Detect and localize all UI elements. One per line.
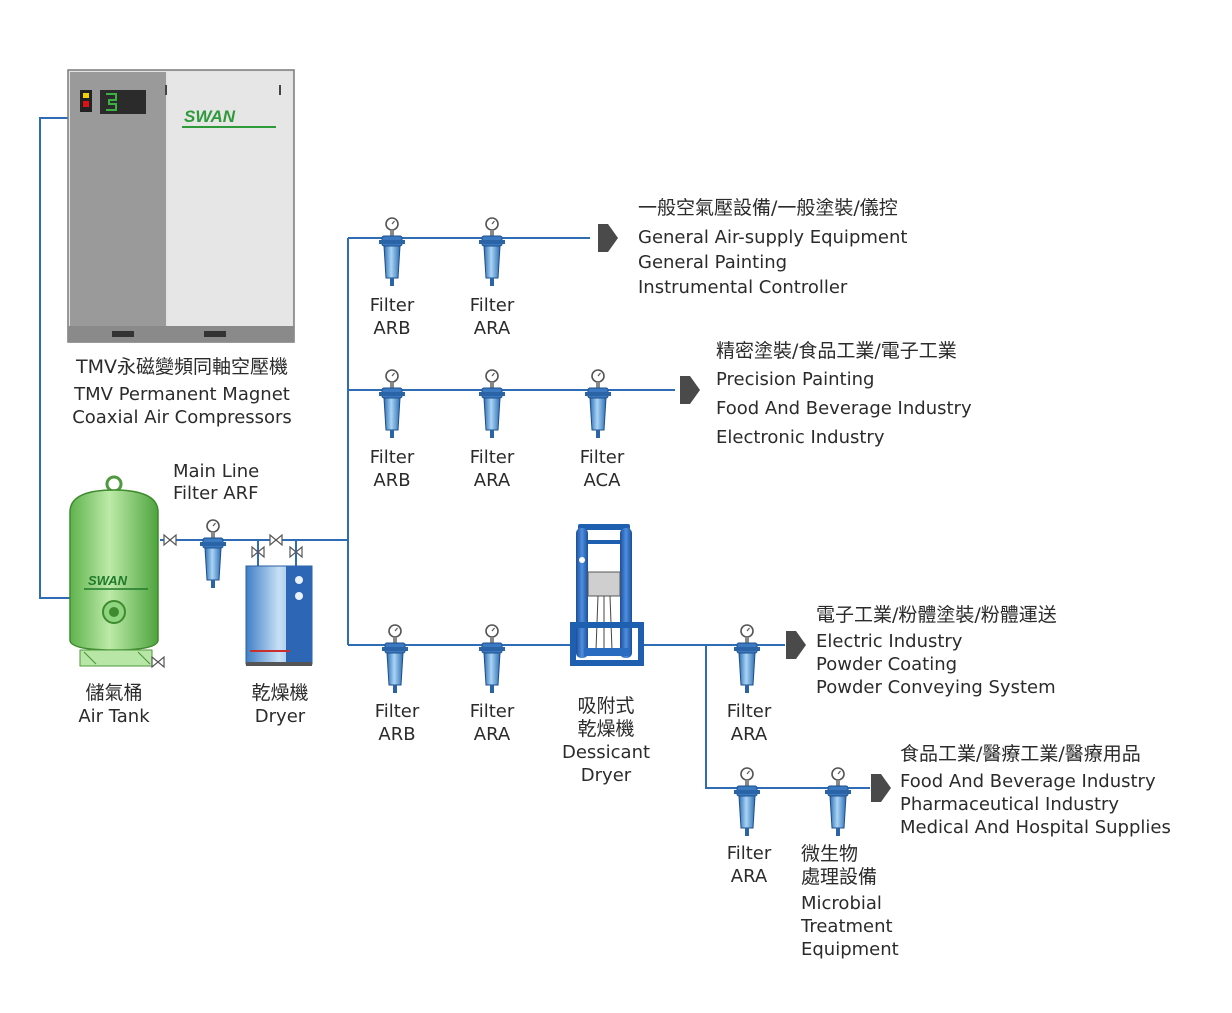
branch4-use-2: Powder Coating: [816, 654, 958, 675]
microbial-name-en-3: Equipment: [801, 939, 899, 960]
branch3-filter1-word: Filter: [374, 701, 420, 722]
air-tank-name-en: Air Tank: [78, 706, 150, 727]
branch2-filter3-code: ACA: [583, 470, 621, 491]
branch2-title-cn: 精密塗裝/食品工業/電子工業: [716, 340, 957, 362]
branch4-filter1-code: ARA: [730, 724, 768, 745]
tank-drain-valve: [151, 656, 165, 668]
branch4-use-3: Powder Conveying System: [816, 677, 1056, 698]
branch3-filter2-word: Filter: [469, 701, 515, 722]
main-line-filter-label-2: Filter ARF: [173, 483, 259, 504]
branch1-filter-arb: [378, 217, 406, 287]
compressor-to-tank-pipe: [39, 117, 72, 599]
compressor-brand-logo: SWAN: [184, 107, 236, 126]
branch5-arrow-icon: [871, 774, 891, 802]
branch4-filter-ara: [733, 624, 761, 694]
microbial-name-cn-2: 處理設備: [801, 866, 878, 888]
dryer-name-cn: 乾燥機: [251, 682, 309, 704]
branch1-arrow-icon: [598, 224, 618, 252]
compressor-name-en-1: TMV Permanent Magnet: [74, 384, 290, 405]
air-tank: SWAN: [69, 475, 177, 668]
microbial-name-cn-1: 微生物: [801, 843, 859, 865]
desiccant-name-cn-2: 乾燥機: [577, 718, 635, 740]
branch4-filter1-word: Filter: [726, 701, 772, 722]
branch2-use-2: Food And Beverage Industry: [716, 398, 972, 419]
desiccant-name-en-1: Dessicant: [561, 742, 651, 763]
filter-arf-main-line: [199, 519, 227, 589]
branch2-filter2-code: ARA: [473, 470, 511, 491]
branch4-arrow-icon: [786, 631, 806, 659]
dryer-bypass-valve: [269, 534, 283, 546]
branch5-filter1-word: Filter: [726, 843, 772, 864]
refrigerated-dryer: [245, 534, 313, 666]
branch5-filter1-code: ARA: [730, 866, 768, 887]
branch2-filter2-word: Filter: [469, 447, 515, 468]
branch4-use-1: Electric Industry: [816, 631, 963, 652]
branch3-filter-arb: [381, 624, 409, 694]
desiccant-name-cn-1: 吸附式: [577, 695, 635, 717]
branch5-pipe: [705, 645, 870, 789]
desiccant-dryer: [570, 524, 644, 666]
branch3-filter1-code: ARB: [378, 724, 416, 745]
branch1-filter2-word: Filter: [469, 295, 515, 316]
branch5-use-3: Medical And Hospital Supplies: [900, 817, 1171, 838]
branch4-title-cn: 電子工業/粉體塗裝/粉體運送: [816, 604, 1057, 626]
branch3-filter-ara: [478, 624, 506, 694]
compressor-name-en-2: Coaxial Air Compressors: [72, 407, 292, 428]
microbial-name-en-1: Microbial: [801, 893, 882, 914]
tank-brand-logo: SWAN: [88, 573, 128, 588]
branch1-filter2-code: ARA: [473, 318, 511, 339]
branch5-use-1: Food And Beverage Industry: [900, 771, 1156, 792]
air-tank-name-cn: 儲氣桶: [85, 682, 143, 704]
branch2-filter-arb: [378, 369, 406, 439]
branch1-use-1: General Air-supply Equipment: [638, 227, 908, 248]
branch5-filter-ara: [733, 767, 761, 837]
desiccant-name-en-2: Dryer: [580, 765, 632, 786]
branch1-use-3: Instrumental Controller: [638, 277, 848, 298]
branch2-filter-aca: [584, 369, 612, 439]
branch2-use-1: Precision Painting: [716, 369, 875, 390]
branch1-filter1-code: ARB: [373, 318, 411, 339]
branch2-filter1-code: ARB: [373, 470, 411, 491]
dryer-name-en: Dryer: [254, 706, 306, 727]
branch1-filter-ara: [478, 217, 506, 287]
compressor-name-cn: TMV永磁變頻同軸空壓機: [76, 356, 288, 378]
branch2-filter-ara: [478, 369, 506, 439]
branch2-use-3: Electronic Industry: [716, 427, 885, 448]
branch2-filter1-word: Filter: [369, 447, 415, 468]
branch1-use-2: General Painting: [638, 252, 788, 273]
microbial-treatment-filter: [824, 767, 852, 837]
branch2-filter3-word: Filter: [579, 447, 625, 468]
tank-outlet-valve: [163, 534, 177, 546]
branch1-filter1-word: Filter: [369, 295, 415, 316]
branch3-filter2-code: ARA: [473, 724, 511, 745]
branch5-use-2: Pharmaceutical Industry: [900, 794, 1120, 815]
branch2-arrow-icon: [680, 376, 700, 404]
branch5-title-cn: 食品工業/醫療工業/醫療用品: [900, 743, 1141, 765]
branch1-title-cn: 一般空氣壓設備/一般塗裝/儀控: [638, 197, 898, 219]
microbial-name-en-2: Treatment: [801, 916, 893, 937]
main-line-filter-label-1: Main Line: [173, 461, 260, 482]
compressor: SWAN: [67, 69, 295, 343]
